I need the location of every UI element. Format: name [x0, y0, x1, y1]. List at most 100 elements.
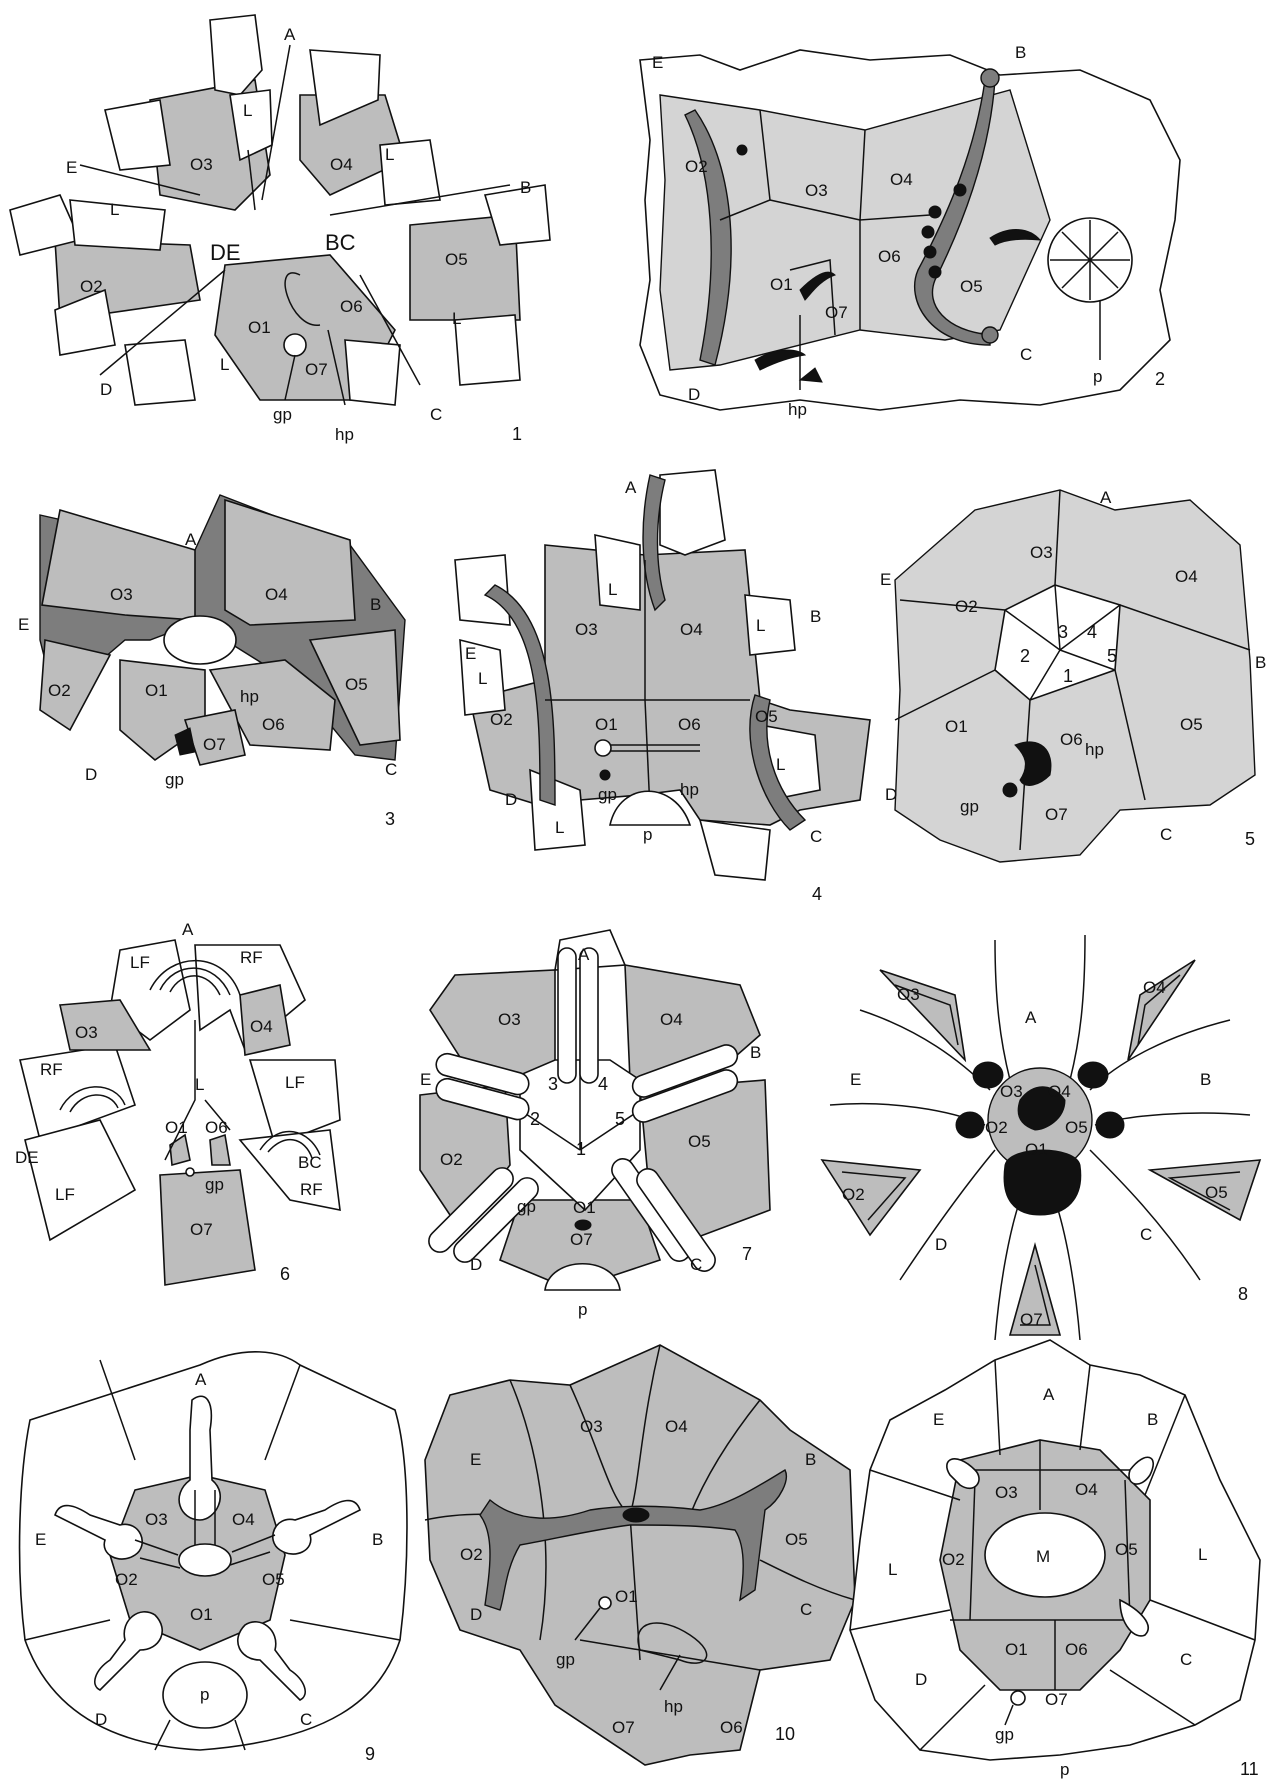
label-o5: O5 [1205, 1183, 1228, 1202]
label-o3: O3 [995, 1483, 1018, 1502]
label-l: L [243, 101, 252, 120]
figure-number: 10 [775, 1724, 795, 1744]
label-e: E [933, 1410, 944, 1429]
label-o2: O2 [490, 710, 513, 729]
figure-3: A B C D E O1 O2 O3 O4 O5 O6 O7 hp gp 3 [18, 495, 405, 829]
basal-2: 2 [1020, 646, 1030, 666]
label-o5: O5 [1115, 1540, 1138, 1559]
basal-1: 1 [1063, 666, 1073, 686]
label-o1: O1 [1005, 1640, 1028, 1659]
label-gp: gp [995, 1725, 1014, 1744]
label-o1: O1 [165, 1118, 188, 1137]
figure-7: A B C D E O3 O4 O2 O5 O1 O7 3 4 2 5 1 gp… [420, 930, 770, 1319]
label-d: D [505, 790, 517, 809]
label-o1: O1 [615, 1587, 638, 1606]
label-o5: O5 [1065, 1118, 1088, 1137]
figure-9: A B C D E O3 O4 O2 O5 O1 p 9 [20, 1352, 407, 1764]
o6-plate [210, 1135, 230, 1165]
label-o5: O5 [688, 1132, 711, 1151]
label-o5: O5 [345, 675, 368, 694]
figure-10: E B C D O3 O4 O2 O5 O1 O6 O7 gp hp 10 [425, 1345, 855, 1765]
figure-number: 6 [280, 1264, 290, 1284]
figure-number: 9 [365, 1744, 375, 1764]
o4-plate [225, 500, 355, 625]
label-o2: O2 [955, 597, 978, 616]
figure-number: 5 [1245, 829, 1255, 849]
basal-4: 4 [1087, 622, 1097, 642]
label-hp: hp [664, 1697, 683, 1716]
label-o6: O6 [262, 715, 285, 734]
figure-number: 3 [385, 809, 395, 829]
label-o4: O4 [1075, 1480, 1098, 1499]
rf-plate [240, 1130, 340, 1210]
label-lf: LF [55, 1185, 75, 1204]
label-a: A [1100, 488, 1112, 507]
label-gp: gp [205, 1175, 224, 1194]
gonopore [1003, 783, 1017, 797]
label-o2: O2 [942, 1550, 965, 1569]
lateral-plate [345, 340, 400, 405]
label-m: M [1036, 1547, 1050, 1566]
label-e: E [470, 1450, 481, 1469]
basal-1: 1 [576, 1139, 586, 1159]
label-o4: O4 [265, 585, 288, 604]
label-c: C [690, 1255, 702, 1274]
madreporite [623, 1508, 649, 1522]
label-l: L [478, 669, 487, 688]
figure-number: 4 [812, 884, 822, 904]
basal-4: 4 [598, 1074, 608, 1094]
label-b: B [370, 595, 381, 614]
label-c: C [430, 405, 442, 424]
label-l: L [756, 616, 765, 635]
label-o7: O7 [570, 1230, 593, 1249]
label-hp: hp [680, 780, 699, 799]
label-e: E [465, 644, 476, 663]
label-lf: LF [285, 1073, 305, 1092]
label-gp: gp [517, 1197, 536, 1216]
lateral-plate [125, 340, 195, 405]
label-d: D [935, 1235, 947, 1254]
label-o3: O3 [805, 181, 828, 200]
label-c: C [810, 827, 822, 846]
label-o2: O2 [48, 681, 71, 700]
figure-1: A B C D E DE BC O1 O2 O3 O4 O5 O6 O7 L L… [10, 15, 550, 444]
label-o1: O1 [248, 318, 271, 337]
o2-plate [822, 1160, 920, 1235]
label-o6: O6 [720, 1718, 743, 1737]
label-a: A [578, 945, 590, 964]
label-c: C [1020, 345, 1032, 364]
label-o2: O2 [440, 1150, 463, 1169]
label-o4: O4 [680, 620, 703, 639]
label-o5: O5 [1180, 715, 1203, 734]
periproct [1004, 1150, 1081, 1215]
label-a: A [185, 530, 197, 549]
label-l: L [776, 755, 785, 774]
label-o4: O4 [232, 1510, 255, 1529]
label-bc: BC [298, 1153, 322, 1172]
label-o2: O2 [80, 277, 103, 296]
basal-3: 3 [548, 1074, 558, 1094]
label-d: D [85, 765, 97, 784]
gonopore [600, 770, 610, 780]
label-b: B [750, 1043, 761, 1062]
label-c: C [1140, 1225, 1152, 1244]
lateral-plate [660, 470, 725, 555]
label-o2: O2 [985, 1118, 1008, 1137]
label-d: D [95, 1710, 107, 1729]
label-o5: O5 [960, 277, 983, 296]
label-o3: O3 [498, 1010, 521, 1029]
label-o2: O2 [115, 1570, 138, 1589]
label-p: p [1093, 367, 1102, 386]
figure-number: 1 [512, 424, 522, 444]
label-e: E [850, 1070, 861, 1089]
label-o5: O5 [262, 1570, 285, 1589]
label-b: B [1015, 43, 1026, 62]
lateral-plate [745, 595, 795, 655]
label-o7: O7 [305, 360, 328, 379]
figure-number: 2 [1155, 369, 1165, 389]
ambulacral-petal [558, 948, 576, 1083]
label-l: L [385, 145, 394, 164]
label-hp: hp [240, 687, 259, 706]
label-d: D [688, 385, 700, 404]
